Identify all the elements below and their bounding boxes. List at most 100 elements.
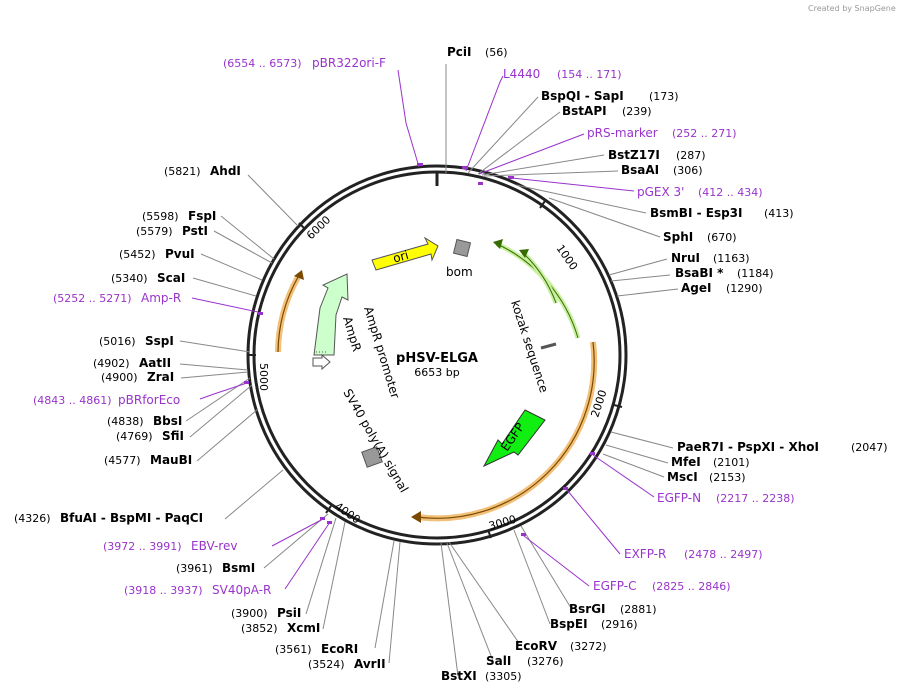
enzyme-name: SspI [145,334,174,348]
enzyme-agei[interactable]: AgeI(1290) [681,281,763,295]
primer-name: L4440 [503,67,540,81]
green-arc-outer-head [493,239,503,249]
mark-egfp-c [521,533,526,536]
primer-amp-r[interactable]: (5252 .. 5271)Amp-R [53,291,181,305]
enzyme-maubi[interactable]: MauBI (4577) [104,453,192,467]
enzyme-pos: (413) [764,207,794,220]
leader-maubi [196,408,259,462]
enzyme-sphi[interactable]: SphI(670) [663,230,737,244]
enzyme-name: PsiI [277,606,301,620]
mark-prs-marker [478,182,483,185]
enzyme-bsmbi-esp3i[interactable]: BsmBI - Esp3I(413) [650,206,794,220]
enzyme-pcii[interactable]: PciI(56) [447,45,508,59]
enzyme-bsrgi[interactable]: BsrGI(2881) [569,602,657,616]
enzyme-zrai[interactable]: ZraI(4900) [101,370,174,384]
primer-l4440[interactable]: L4440(154 .. 171) [503,67,622,81]
primer-ebv-rev[interactable]: (3972 .. 3991)EBV-rev [103,539,237,553]
enzyme-name: PstI [182,224,208,238]
leader-psti [213,230,273,264]
ruler-label-1000: 1000 [554,242,581,272]
primer-exfp-r[interactable]: EXFP-R(2478 .. 2497) [624,547,763,561]
primer-sv40pa-r[interactable]: (3918 .. 3937)SV40pA-R [124,583,271,597]
enzyme-ecori[interactable]: EcoRI(3561) [275,642,358,656]
enzyme-name: MscI [667,470,698,484]
primer-range: (2825 .. 2846) [652,580,731,593]
green-arc-inner-core [522,252,557,304]
primer-pbr322ori-f[interactable]: (6554 .. 6573)pBR322ori-F [223,56,386,70]
ori-arrow [371,236,439,271]
enzyme-fspi[interactable]: FspI(5598) [142,209,216,223]
enzyme-pos: (287) [676,149,706,162]
enzyme-sali[interactable]: SalI(3276) [486,654,564,668]
enzyme-name: AatII [139,356,171,370]
primer-labels: (6554 .. 6573)pBR322ori-F L4440(154 .. 1… [33,56,795,597]
plasmid-length: 6653 bp [414,366,459,379]
enzyme-pos: (3961) [176,562,213,575]
enzyme-pos: (4577) [104,454,141,467]
enzyme-xcmi[interactable]: XcmI(3852) [241,621,320,635]
primer-prs-marker[interactable]: pRS-marker(252 .. 271) [587,126,737,140]
enzyme-pos: (4902) [93,357,130,370]
enzyme-avrii[interactable]: AvrII(3524) [308,657,386,671]
enzyme-name: BfuAI - BspMI - PaqCI [60,511,203,525]
leader-bstxi [440,542,459,677]
primer-pgex3[interactable]: pGEX 3'(412 .. 434) [637,185,763,199]
plasmid-name: pHSV-ELGA [396,351,478,366]
enzyme-pos: (1290) [726,282,763,295]
primer-range: (4843 .. 4861) [33,394,112,407]
primer-range: (2478 .. 2497) [684,548,763,561]
enzyme-ecorv[interactable]: EcoRV(3272) [515,639,607,653]
enzyme-paer7i[interactable]: PaeR7I - PspXI - XhoI(2047) [677,440,888,454]
leader-mfei [605,444,669,464]
mark-amp-r [258,312,263,315]
enzyme-pos: (5452) [119,248,156,261]
enzyme-psii[interactable]: PsiI(3900) [231,606,301,620]
enzyme-nrui[interactable]: NruI(1163) [671,251,750,265]
enzyme-bstapi[interactable]: BstAPI(239) [562,104,652,118]
enzyme-bstxi[interactable]: BstXI(3305) [441,669,522,683]
enzyme-mfei[interactable]: MfeI(2101) [671,455,750,469]
enzyme-name: BsaAI [621,163,659,177]
enzyme-sspi[interactable]: SspI(5016) [99,334,174,348]
enzyme-bsaai[interactable]: BsaAI(306) [621,163,703,177]
leader-ahdi [247,174,299,227]
mark-sv40pa-r [327,521,332,524]
leader-bsaai [483,170,619,177]
primer-pbrforeco[interactable]: (4843 .. 4861)pBRforEco [33,393,180,407]
enzyme-msci[interactable]: MscI (2153) [667,470,746,484]
enzyme-aatii[interactable]: AatII (4902) [93,356,171,370]
enzyme-bspqi-sapi[interactable]: BspQI - SapI(173) [541,89,679,103]
enzyme-psti[interactable]: PstI(5579) [136,224,208,238]
enzyme-bbsi[interactable]: BbsI(4838) [107,414,182,428]
enzyme-sfii[interactable]: SfiI(4769) [116,429,184,443]
enzyme-pos: (4838) [107,415,144,428]
primer-egfp-c[interactable]: EGFP-C(2825 .. 2846) [593,579,731,593]
ampr-promoter-arrow [312,353,331,371]
ruler-tick [487,529,492,539]
leader-bfuai [224,469,284,520]
enzyme-name: BsmI [222,561,255,575]
enzyme-pos: (2153) [709,471,746,484]
enzyme-name: PvuI [165,247,195,261]
enzyme-name: MauBI [150,453,192,467]
orf-arc-left-head [294,270,304,280]
enzyme-name: EcoRV [515,639,558,653]
primer-name: SV40pA-R [212,583,271,597]
enzyme-bstz17i[interactable]: BstZ17I(287) [608,148,706,162]
enzyme-pos: (2101) [713,456,750,469]
enzyme-bsmi[interactable]: BsmI (3961) [176,561,255,575]
enzyme-bspei[interactable]: BspEI(2916) [550,617,638,631]
enzyme-pvui[interactable]: PvuI (5452) [119,247,195,261]
enzyme-bfuai[interactable]: BfuAI - BspMI - PaqCI(4326) [14,511,203,525]
primer-egfp-n[interactable]: EGFP-N(2217 .. 2238) [657,491,795,505]
watermark: Created by SnapGene [808,4,896,13]
mark-egfp-n [590,452,595,455]
enzyme-bsabi[interactable]: BsaBI *(1184) [675,266,774,280]
leader-sphi [548,197,661,238]
leader-ecori [374,540,395,649]
leader-egfp-c [523,535,590,587]
enzyme-ahdi[interactable]: AhdI(5821) [164,164,241,178]
ampr-arrow [313,273,349,356]
enzyme-pos: (5821) [164,165,201,178]
enzyme-scai[interactable]: ScaI(5340) [111,271,185,285]
